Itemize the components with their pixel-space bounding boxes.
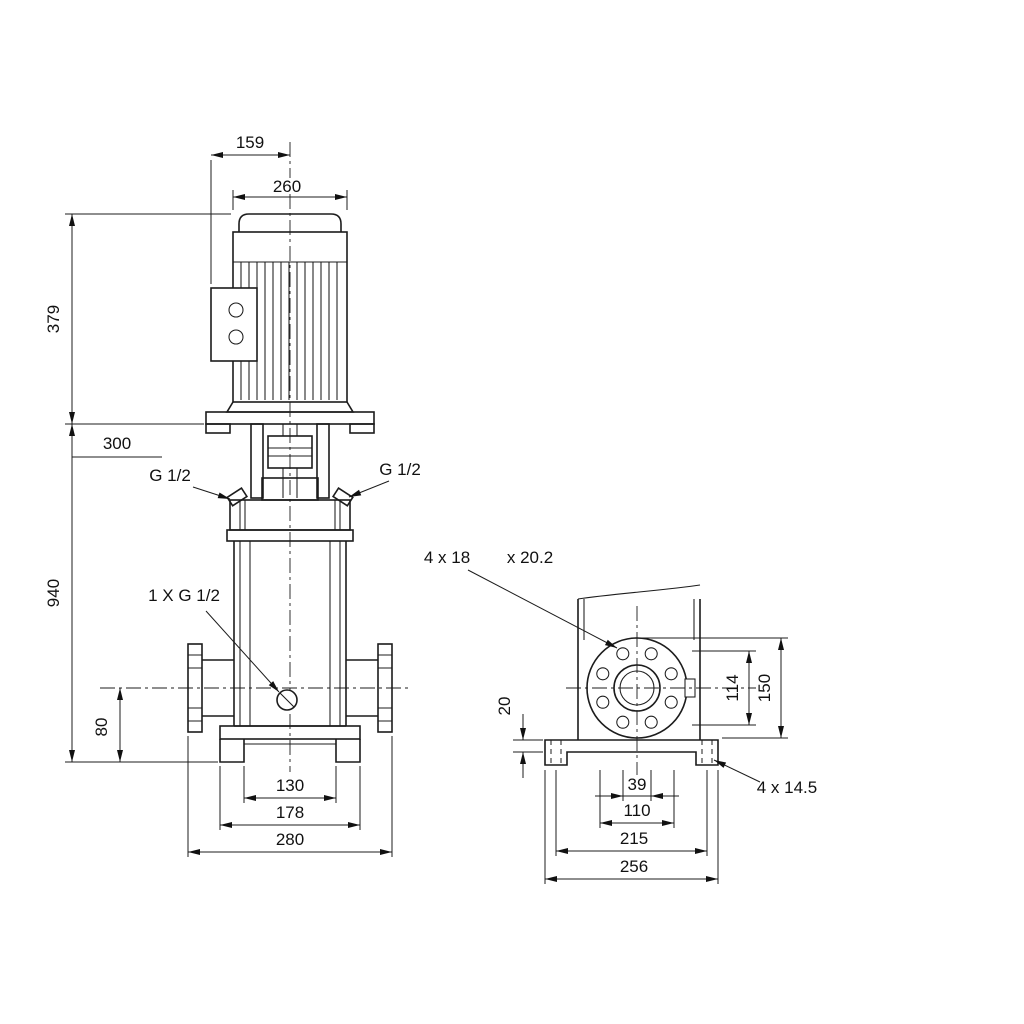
left-flange (187, 643, 203, 733)
motor (205, 213, 375, 434)
right-flange (377, 643, 393, 733)
base-holes-hidden (550, 740, 713, 765)
cable-entry-hole (228, 329, 244, 345)
vent-plug-left (226, 486, 249, 507)
dim-flange-diameter: 150 (755, 674, 774, 702)
pump-body-side (577, 599, 701, 740)
pump-base (219, 725, 361, 763)
dim-total-height: 940 (44, 579, 63, 607)
label-port-right: G 1/2 (379, 460, 421, 479)
dim-flange-span: 280 (276, 830, 304, 849)
dim-clearance: 300 (103, 434, 131, 453)
motor-stool (250, 423, 330, 499)
motor-flange (205, 411, 375, 425)
dim-base-width: 178 (276, 803, 304, 822)
terminal-box (210, 287, 258, 362)
dim-bolt-circle: 110 (623, 801, 650, 820)
side-view (544, 584, 756, 775)
base-plate-side (544, 739, 719, 766)
front-view-dimensions: 159 260 379 940 300 80 G 1/2 G 1/2 1 X G… (44, 133, 421, 857)
cable-entry-hole (228, 302, 244, 318)
pump-head (226, 477, 354, 531)
label-base-hole-callout: 4 x 14.5 (757, 778, 818, 797)
dim-base-hole-span: 215 (620, 829, 648, 848)
label-drain-port: 1 X G 1/2 (148, 586, 220, 605)
dim-foot-inner-width: 130 (276, 776, 304, 795)
break-line (577, 584, 701, 600)
dim-motor-width: 260 (273, 177, 301, 196)
port-flanges (100, 643, 412, 733)
front-view (100, 142, 412, 772)
dim-hole-spacing: 39 (628, 775, 647, 794)
label-flange-hole-callout: 4 x 18 (424, 548, 470, 567)
coupling (267, 435, 313, 469)
vent-plug-right (331, 486, 354, 507)
dim-base-thickness: 20 (495, 697, 514, 716)
dim-motor-height: 379 (44, 305, 63, 333)
flange-bolt-holes (596, 647, 678, 729)
dim-base-length: 256 (620, 857, 648, 876)
dim-bolt-circle-height: 114 (723, 674, 742, 701)
motor-cooling-fins (240, 262, 338, 400)
label-port-left: G 1/2 (149, 466, 191, 485)
side-view-dimensions: 4 x 18 x 20.2 20 114 150 39 110 215 256 (424, 548, 817, 884)
label-flange-hole-callout-2: x 20.2 (507, 548, 553, 567)
dim-top-width: 159 (236, 133, 264, 152)
dim-port-height: 80 (92, 718, 111, 737)
